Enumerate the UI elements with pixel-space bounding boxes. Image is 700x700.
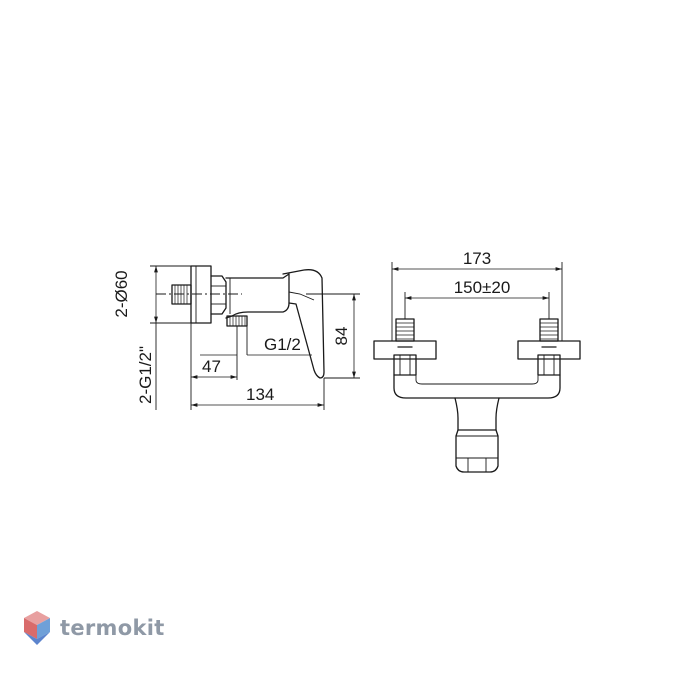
dim-height: 84	[332, 327, 351, 346]
right-inlet	[537, 318, 561, 376]
brand-name: termokit	[60, 616, 165, 640]
inlet-thread	[171, 284, 192, 305]
dim-overall-width: 173	[463, 249, 491, 268]
dim-depth: 134	[246, 385, 274, 404]
brand-logo-icon	[24, 611, 50, 645]
front-view: 173 150±20	[373, 249, 581, 473]
outlet-thread	[226, 315, 248, 327]
dim-outlet-offset: 47	[202, 357, 221, 376]
dim-inlet-centers: 150±20	[454, 278, 511, 297]
side-view: 2-Ø60 2-G1/2" G1/2 47 134 84	[112, 265, 360, 410]
left-inlet	[393, 318, 417, 376]
dim-outlet-thread: G1/2	[264, 335, 301, 354]
dim-flange-diameter: 2-Ø60	[112, 270, 131, 317]
brand-logo: termokit	[22, 606, 165, 650]
dim-inlet-thread: 2-G1/2"	[136, 346, 155, 404]
